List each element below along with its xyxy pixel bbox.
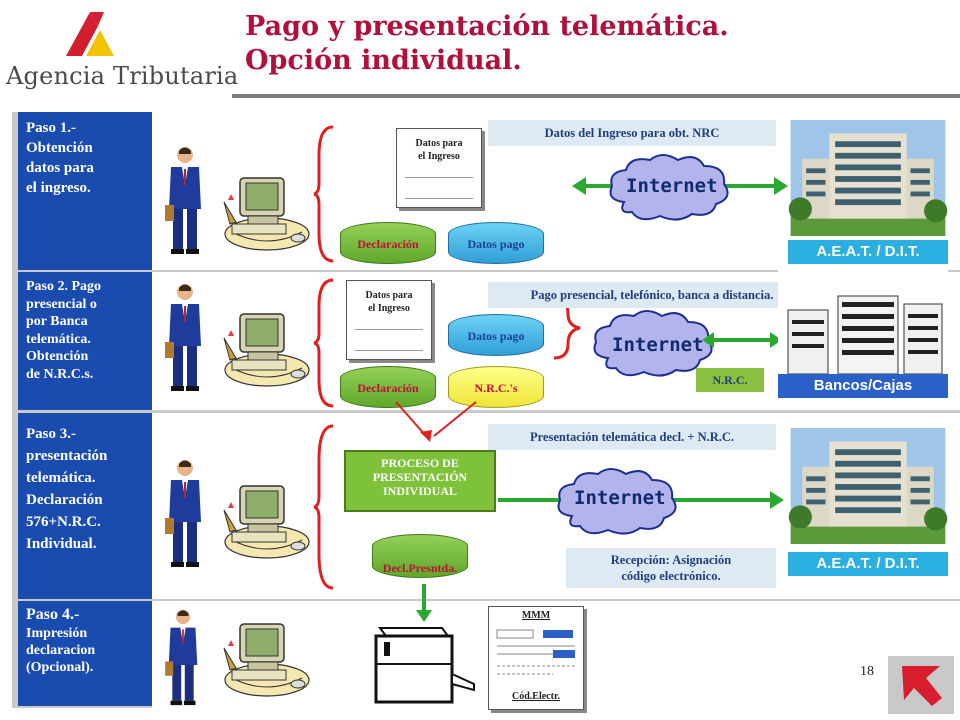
banner-row-3: Presentación telemática decl. + N.R.C. <box>488 424 776 450</box>
cloud-label: Internet <box>612 334 704 356</box>
printed-document-icon: MMM Cód.Electr. <box>488 606 584 710</box>
bracket-icon <box>313 125 334 263</box>
step-4-heading: Paso 4.- <box>26 606 80 623</box>
form-lines-icon <box>496 629 575 675</box>
step-2-label: Paso 2. Pago presencial o por Banca tele… <box>26 279 102 382</box>
step-1-label: Paso 1.- Obtención datos para el ingreso… <box>26 120 94 196</box>
building-label: Bancos/Cajas <box>778 374 948 398</box>
person-icon <box>165 145 205 255</box>
double-arrow-icon <box>702 332 782 348</box>
cylinder-decl-presentada: Decl.Presntda. <box>372 534 468 578</box>
title-underline <box>232 94 960 98</box>
page-title: Pago y presentación telemática. Opción i… <box>245 10 729 78</box>
person-icon <box>165 458 205 568</box>
document-label: Datos para el Ingreso <box>415 138 463 162</box>
building-icon <box>788 428 948 544</box>
computer-icon <box>222 618 312 698</box>
document-footer: Cód.Electr. <box>512 691 560 702</box>
computer-icon <box>222 480 312 560</box>
merge-arrows-icon <box>395 401 477 442</box>
computer-icon <box>222 172 312 252</box>
step-3-box: Paso 3.- presentación telemática. Declar… <box>18 413 152 599</box>
agency-logo-text: Agencia Tributaria <box>6 62 239 90</box>
back-arrow-icon <box>902 666 942 706</box>
page-number: 18 <box>860 664 874 679</box>
banner-row-2: Pago presencial, telefónico, banca a dis… <box>488 282 816 308</box>
step-1-box: Paso 1.- Obtención datos para el ingreso… <box>18 112 152 270</box>
cylinder-declaration: Declaración <box>340 366 436 408</box>
title-line-2: Opción individual. <box>245 45 522 76</box>
cylinder-label: Datos pago <box>467 237 525 251</box>
document-heading: MMM <box>521 610 551 621</box>
document-label: Datos para el Ingreso <box>365 290 413 314</box>
cylinder-label: Datos pago <box>467 329 525 343</box>
cloud-label: Internet <box>626 175 718 197</box>
document-icon: Datos para el Ingreso <box>346 280 432 360</box>
bracket-icon <box>313 424 334 590</box>
cylinder-label: Declaración <box>357 237 419 251</box>
step-4-box: Paso 4.- Impresión declaracion (Opcional… <box>18 601 152 706</box>
person-icon <box>165 608 201 706</box>
step-2-box: Paso 2. Pago presencial o por Banca tele… <box>18 272 152 410</box>
process-box: PROCESO DE PRESENTACIÓN INDIVIDUAL <box>344 450 496 512</box>
building-label: A.E.A.T. / D.I.T. <box>788 552 948 576</box>
back-nav-button[interactable] <box>888 656 954 714</box>
cylinder-datos-pago: Datos pago <box>448 314 544 356</box>
document-icon: Datos para el Ingreso <box>396 128 482 208</box>
cylinder-nrc: N.R.C.'s <box>448 366 544 408</box>
down-arrow-icon <box>416 584 432 622</box>
printer-icon <box>374 627 475 704</box>
banner-row-1: Datos del Ingreso para obt. NRC <box>488 120 776 146</box>
cylinder-declaration: Declaración <box>340 222 436 264</box>
person-icon <box>165 282 205 392</box>
bank-building-icon <box>778 270 948 374</box>
step-3-label: Paso 3.- presentación telemática. Declar… <box>26 426 108 552</box>
agency-logo-icon <box>66 12 114 56</box>
reception-banner: Recepción: Asignación código electrónico… <box>566 548 776 588</box>
computer-icon <box>222 308 312 388</box>
cylinder-label: Decl.Presntda. <box>382 561 458 575</box>
step-4-label: Impresión declaracion (Opcional). <box>26 626 96 675</box>
bracket-icon <box>313 278 334 408</box>
cylinder-datos-pago: Datos pago <box>448 222 544 264</box>
cloud-label: Internet <box>574 487 666 509</box>
nrc-label: N.R.C. <box>696 368 764 392</box>
cylinder-label: Declaración <box>357 381 419 395</box>
title-line-1: Pago y presentación telemática. <box>245 11 729 42</box>
building-label: A.E.A.T. / D.I.T. <box>788 240 948 264</box>
cylinder-label: N.R.C.'s <box>474 381 518 395</box>
building-icon <box>788 120 948 236</box>
